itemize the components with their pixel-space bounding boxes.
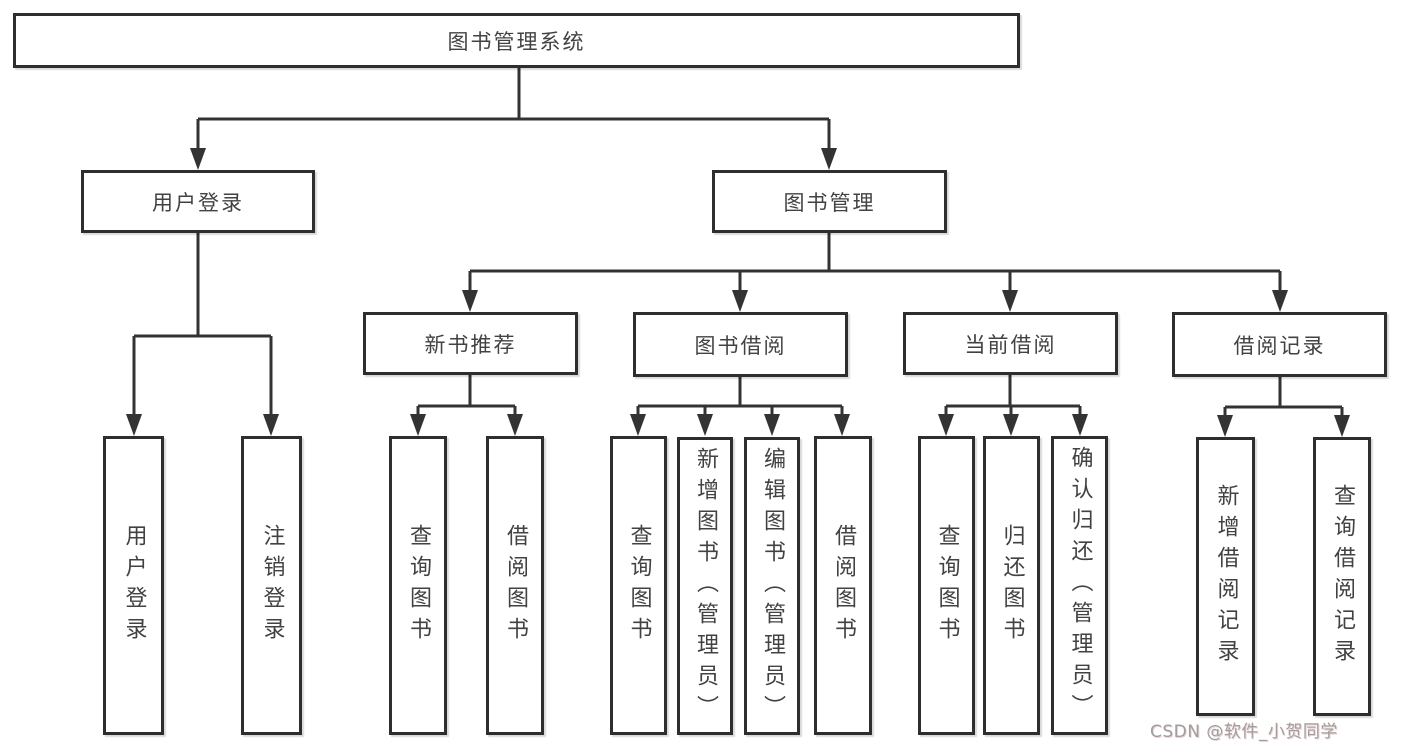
leaf-logout-label: 注销登录: [259, 523, 285, 648]
leaf-query-book-borrow-label: 查询图书: [626, 523, 652, 648]
leaf-add-book: 新增图书（管理员）: [677, 437, 733, 735]
leaf-borrow-book-borrow: 借阅图书: [814, 436, 872, 735]
leaf-user-login: 用户登录: [103, 436, 164, 735]
node-book-mgmt: 图书管理: [712, 170, 947, 233]
node-new-book-rec-label: 新书推荐: [424, 332, 517, 357]
node-borrow-records: 借阅记录: [1172, 312, 1387, 377]
leaf-query-record-label: 查询借阅记录: [1330, 483, 1355, 670]
leaf-borrow-book-rec-label: 借阅图书: [503, 523, 528, 648]
node-user-login: 用户登录: [81, 170, 315, 233]
node-current-borrow-label: 当前借阅: [964, 332, 1057, 357]
node-root: 图书管理系统: [13, 13, 1020, 68]
leaf-add-record-label: 新增借阅记录: [1213, 483, 1239, 670]
leaf-return-book: 归还图书: [983, 436, 1040, 735]
leaf-query-book-current: 查询图书: [918, 436, 975, 735]
node-root-label: 图书管理系统: [447, 29, 586, 54]
node-current-borrow: 当前借阅: [903, 312, 1118, 375]
leaf-query-book-rec-label: 查询图书: [406, 523, 431, 648]
leaf-borrow-book-borrow-label: 借阅图书: [831, 523, 856, 648]
leaf-query-book-current-label: 查询图书: [934, 523, 960, 648]
tree-branch-lines: [132, 68, 1344, 416]
node-user-login-label: 用户登录: [152, 190, 244, 215]
leaf-borrow-book-rec: 借阅图书: [486, 436, 544, 735]
arrowheads: [126, 148, 1350, 437]
csdn-watermark: CSDN @软件_小贺同学: [1150, 722, 1338, 742]
leaf-edit-book: 编辑图书（管理员）: [744, 437, 800, 735]
leaf-query-book-borrow: 查询图书: [610, 436, 667, 735]
leaf-confirm-return: 确认归还（管理员）: [1051, 436, 1108, 735]
leaf-add-book-label: 新增图书（管理员）: [693, 446, 718, 726]
leaf-query-book-rec: 查询图书: [389, 436, 447, 735]
node-book-borrow-label: 图书借阅: [694, 333, 787, 358]
leaf-confirm-return-label: 确认归还（管理员）: [1067, 446, 1093, 725]
leaf-user-login-label: 用户登录: [121, 523, 147, 648]
node-borrow-records-label: 借阅记录: [1233, 333, 1326, 358]
node-book-borrow: 图书借阅: [633, 312, 848, 377]
leaf-edit-book-label: 编辑图书（管理员）: [760, 446, 785, 726]
node-book-mgmt-label: 图书管理: [783, 190, 876, 215]
leaf-query-record: 查询借阅记录: [1313, 437, 1371, 716]
leaf-logout: 注销登录: [241, 436, 302, 735]
leaf-add-record: 新增借阅记录: [1196, 437, 1255, 716]
leaf-return-book-label: 归还图书: [999, 523, 1025, 648]
node-new-book-rec: 新书推荐: [363, 312, 578, 375]
